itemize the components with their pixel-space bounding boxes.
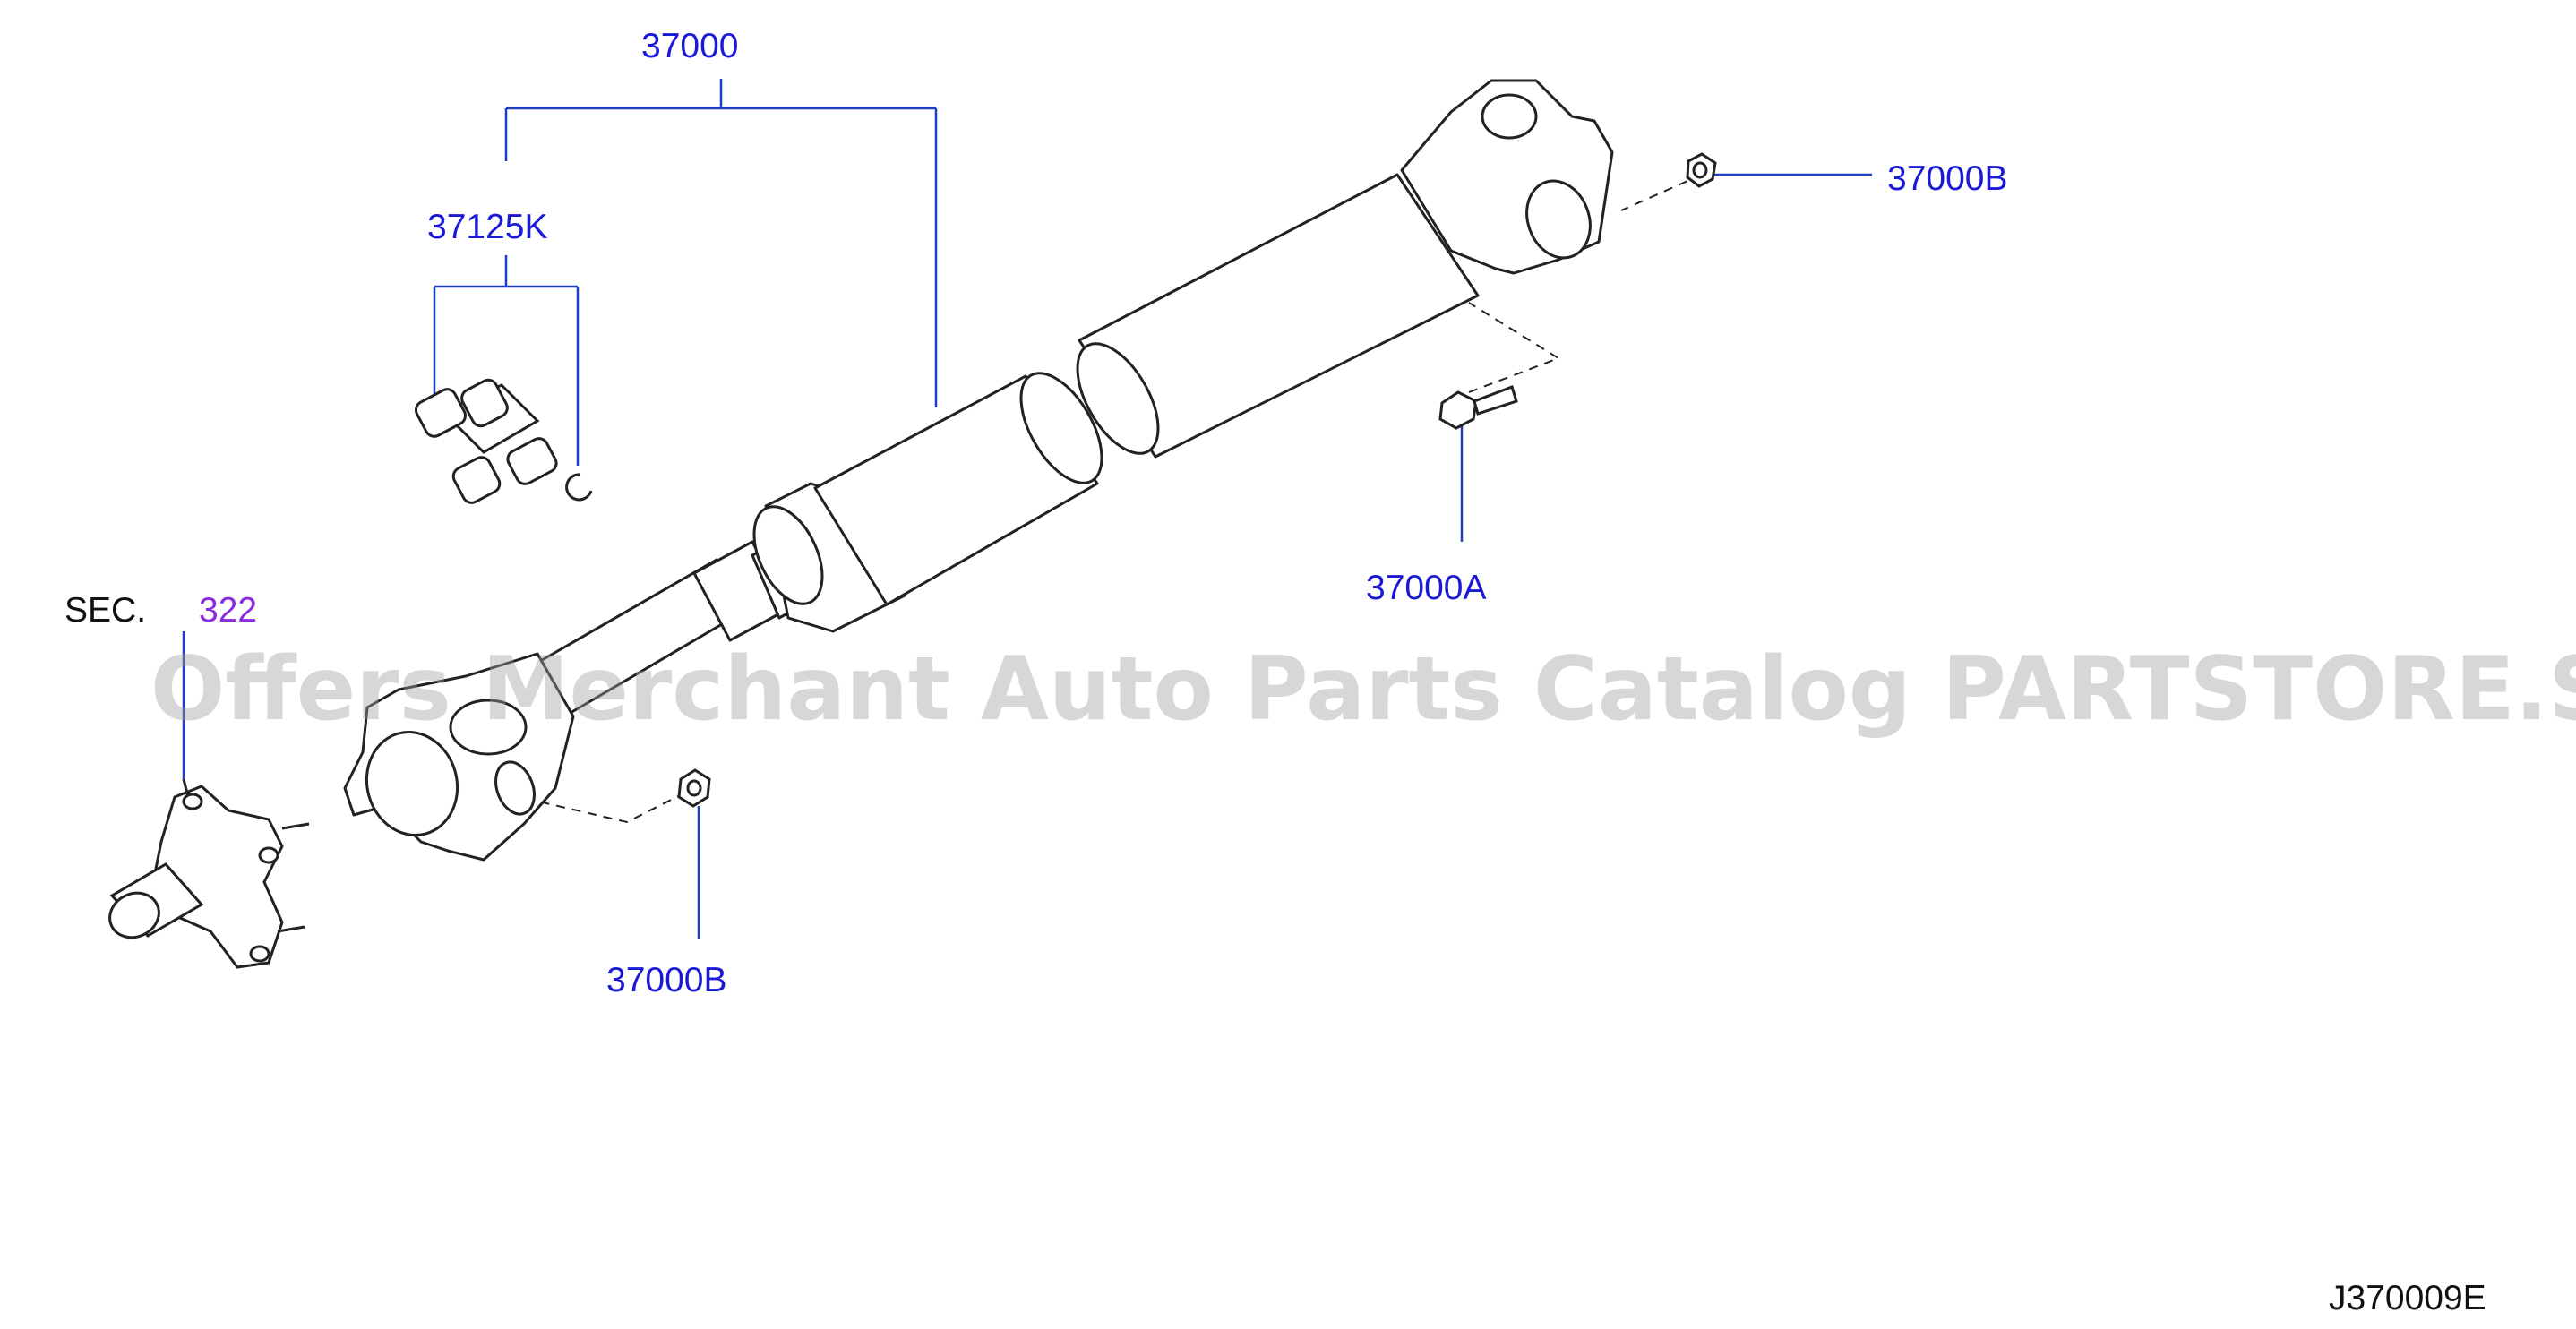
nut-bottom-part xyxy=(677,768,711,808)
label-sec-prefix: SEC. xyxy=(64,591,147,630)
nut-top-part xyxy=(1686,152,1717,188)
flange-bolt-hole-3 xyxy=(249,945,270,963)
rear-tube-a xyxy=(813,374,1099,606)
leader-lines xyxy=(182,79,1872,939)
label-37000b-bottom[interactable]: 37000B xyxy=(606,961,727,999)
front-yoke-boss xyxy=(449,699,528,756)
rear-yoke-boss xyxy=(1481,93,1538,140)
flange-stub-end xyxy=(108,891,160,939)
front-flange-face xyxy=(365,731,459,836)
dashed-lines xyxy=(519,174,1703,824)
spider-cup-top xyxy=(460,378,509,428)
front-yoke-cap xyxy=(494,760,536,816)
spider-cup-left xyxy=(414,388,468,438)
label-37000b-top[interactable]: 37000B xyxy=(1887,159,2008,198)
flange-stud-1 xyxy=(182,778,190,798)
spider-cup-bottom xyxy=(451,456,502,504)
spider-cup-right xyxy=(506,437,558,485)
snap-ring xyxy=(565,473,593,502)
flange-stud-2 xyxy=(281,822,310,830)
universal-joint-spider xyxy=(414,378,593,504)
diagram-code: J370009E xyxy=(2329,1279,2486,1317)
propeller-shaft xyxy=(343,79,1614,862)
center-bearing-face xyxy=(752,505,824,605)
label-37125k[interactable]: 37125K xyxy=(427,208,548,246)
leader-37000 xyxy=(504,79,938,407)
companion-flange xyxy=(108,778,310,969)
flange-bolt-hole-1 xyxy=(182,793,203,810)
rear-flange-face xyxy=(1525,179,1592,260)
watermark: Offers Merchant Auto Parts Catalog PARTS… xyxy=(150,639,2576,741)
dash-bolt xyxy=(1468,302,1561,393)
label-37000a[interactable]: 37000A xyxy=(1366,569,1487,607)
dash-bottom-nut xyxy=(519,792,686,824)
label-sec-number[interactable]: 322 xyxy=(199,591,258,630)
flange-bolt-hole-2 xyxy=(258,846,279,864)
flange-stud-3 xyxy=(277,925,305,933)
label-37000[interactable]: 37000 xyxy=(641,27,739,65)
rear-tube-b-end xyxy=(1076,342,1160,455)
bolt-part xyxy=(1438,385,1518,430)
rear-tube-a-end xyxy=(1019,372,1103,484)
leader-37125k xyxy=(433,255,580,466)
